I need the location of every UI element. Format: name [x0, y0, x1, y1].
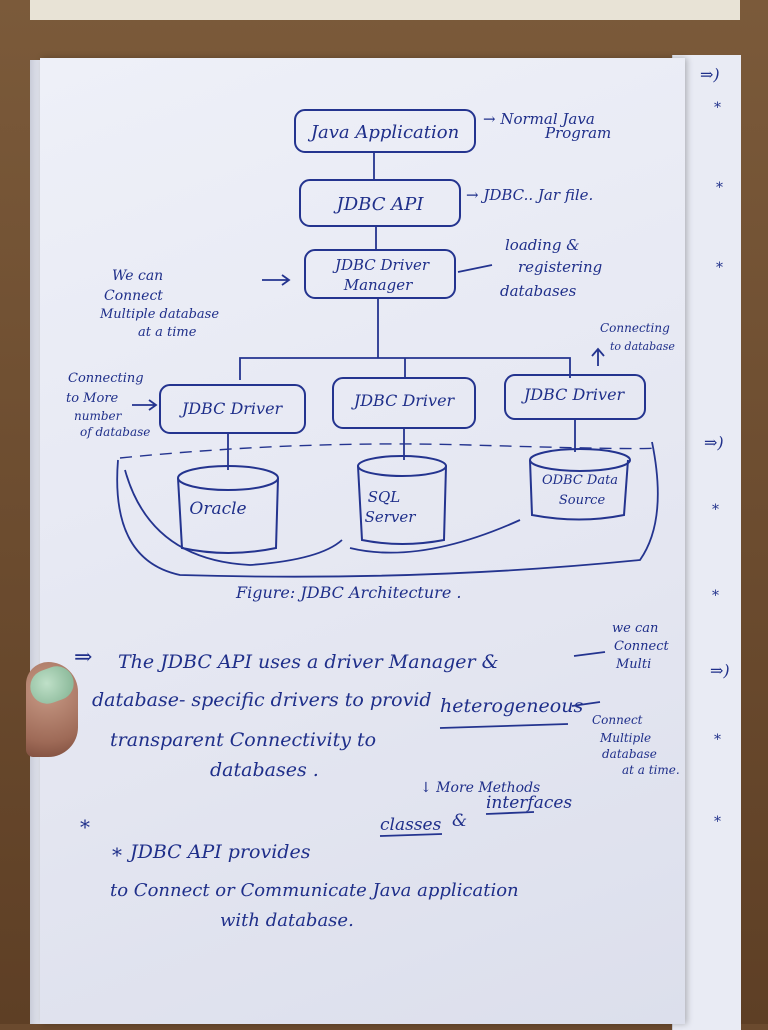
note-app-1: → Normal Java [483, 110, 595, 128]
more-methods-note: ↓ More Methods [420, 780, 540, 796]
jdbc-driver-3-label: JDBC Driver [521, 385, 626, 404]
next-page-arrow-low: ⇒) [710, 661, 730, 680]
note-left-3: Multiple database [99, 307, 219, 322]
sql-server-label-2: Server [365, 508, 417, 526]
underline-interfaces [485, 811, 535, 815]
driver-manager-box [304, 249, 456, 299]
margin-arrow-mark: ⇒ [74, 645, 92, 670]
arrow-conn-to-driver [132, 399, 158, 411]
driver-manager-label-2: Manager [343, 276, 413, 294]
jdbc-driver-2-label: JDBC Driver [351, 391, 456, 410]
driver-manager-label-1: JDBC Driver [332, 256, 430, 274]
bullet-line1a: JDBC API provides [126, 841, 311, 863]
note-left-2: Connect [104, 288, 163, 304]
next-page-star-1: * [714, 100, 721, 116]
jdbc-api-label: JDBC API [333, 194, 425, 215]
bullet-line2: to Connect or Communicate Java applicati… [110, 880, 519, 901]
inner-curve-left [124, 469, 343, 566]
next-page-star-5: * [712, 588, 719, 604]
bullet-line1b: classes [380, 815, 442, 835]
star-mark-1: * [80, 815, 90, 839]
side-note-1c: Multi [615, 657, 651, 672]
note-api: → JDBC.. Jar file. [466, 186, 593, 204]
arrow-side-2 [571, 701, 601, 707]
note-left-1: We can [112, 268, 163, 284]
arrow-up-right [591, 347, 605, 366]
java-application-label: Java Application [307, 122, 459, 143]
para1-line3b: heterogeneous [440, 695, 583, 717]
note-conn-2: to More [66, 391, 119, 406]
note-manager-2: registering [518, 258, 602, 276]
jdbc-api-box [299, 179, 461, 227]
next-page-star-4: * [712, 502, 719, 518]
arrow-side-1 [573, 651, 606, 657]
note-conn-1: Connecting [68, 371, 144, 386]
bullet-line1c: & [452, 811, 467, 831]
next-page-star-2: * [716, 180, 723, 196]
note-app-2: Program [544, 124, 611, 142]
odbc-label-1: ODBC Data [542, 473, 618, 488]
side-note-1a: we can [612, 621, 658, 636]
next-page-star-3: * [716, 260, 723, 276]
para1-line3a: transparent Connectivity to [110, 729, 376, 751]
note-conn-3: number [74, 409, 123, 423]
side-note-2d: at a time. [622, 763, 680, 777]
figure-caption: Figure: JDBC Architecture . [235, 583, 461, 602]
java-application-box [294, 109, 476, 153]
note-conn-4: of database [80, 425, 150, 439]
enclosing-curve [116, 441, 659, 578]
note-manager-1: loading & [505, 236, 580, 254]
side-note-1b: Connect [614, 639, 669, 654]
underline-classes [379, 833, 443, 837]
sql-server-label-1: SQL [368, 488, 401, 506]
side-note-2c: database [602, 747, 657, 761]
dashed-separator [119, 443, 656, 459]
next-page-arrow-mid: ⇒) [704, 433, 724, 452]
bullet-line1d: interfaces [486, 793, 572, 813]
side-note-2a: Connect [592, 713, 643, 727]
note-manager-3: databases [500, 282, 577, 300]
underlying-paper [30, 0, 740, 20]
jdbc-driver-1-label: JDBC Driver [179, 399, 284, 418]
bullet-line3: with database. [220, 910, 354, 931]
para1-line2: database- specific drivers to provid [92, 689, 432, 711]
para1-line1: The JDBC API uses a driver Manager & [118, 651, 499, 673]
para1-line4: databases . [210, 759, 319, 781]
side-note-2b: Multiple [599, 731, 651, 745]
next-page-star-6: * [714, 732, 721, 748]
underline-heterogeneous [439, 723, 569, 729]
odbc-datasource-database [529, 448, 631, 521]
jdbc-driver-1-box [159, 384, 306, 434]
note-right-2: to database [610, 340, 675, 353]
note-right-1: Connecting [600, 321, 670, 335]
arrow-to-manager-note [457, 264, 493, 273]
arrow-left-to-manager [262, 274, 291, 286]
next-page-star-7: * [714, 814, 721, 830]
next-page-arrow-top: ⇒) [700, 65, 720, 84]
inner-curve-right [349, 519, 521, 554]
star-mark-2: * [112, 843, 122, 867]
odbc-label-2: Source [559, 493, 606, 508]
sql-server-database [357, 455, 447, 545]
oracle-label: Oracle [189, 499, 246, 519]
note-left-4: at a time [138, 325, 197, 340]
